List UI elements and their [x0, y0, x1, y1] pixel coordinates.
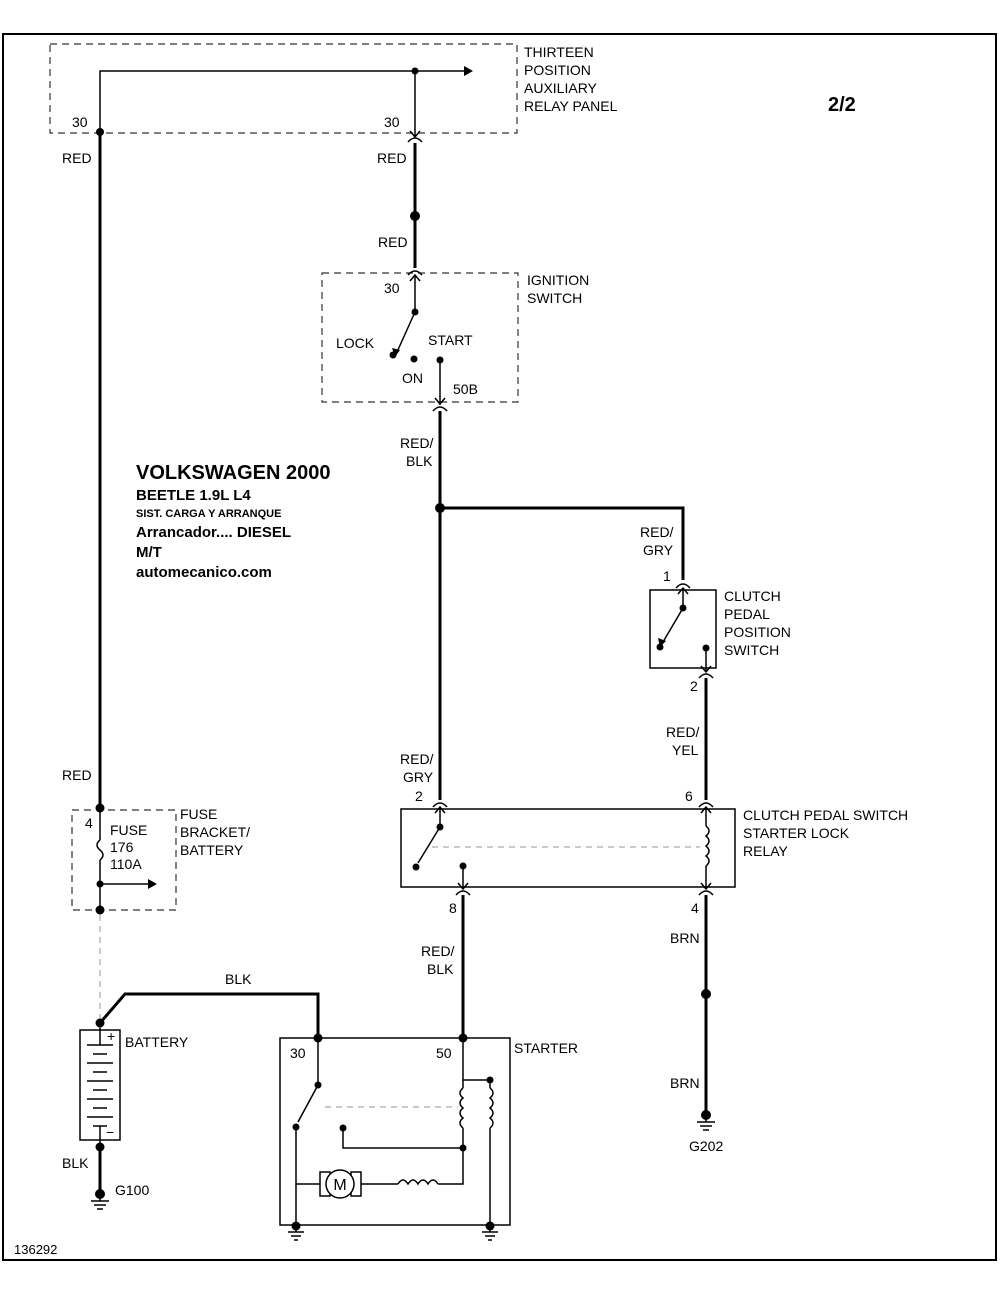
battery: + − BATTERY	[79, 1018, 189, 1152]
title-block: VOLKSWAGEN 2000 BEETLE 1.9L L4 SIST. CAR…	[136, 462, 331, 581]
bus-arrow-icon	[464, 66, 473, 76]
fuse-bracket-label-3: BATTERY	[180, 842, 244, 858]
fuse-label-1: FUSE	[110, 822, 147, 838]
ignition-label-2: SWITCH	[527, 290, 582, 306]
wire-label-blk-battery-starter: BLK	[225, 971, 252, 987]
starter-pin-30: 30	[290, 1045, 306, 1061]
switch-position-on: ON	[402, 370, 423, 386]
relay-panel: THIRTEEN POSITION AUXILIARY RELAY PANEL …	[49, 43, 618, 143]
wire-label-brn-top: BRN	[670, 930, 700, 946]
title-line-3: SIST. CARGA Y ARRANQUE	[136, 508, 281, 520]
battery-cells-icon	[87, 1044, 113, 1127]
ground-label-g202: G202	[689, 1138, 723, 1154]
wire-label-blk-ground: BLK	[62, 1155, 89, 1171]
motor-icon: M	[319, 1169, 362, 1199]
title-line-4: Arrancador.... DIESEL	[136, 524, 291, 541]
fuse-label-3: 110A	[110, 856, 142, 872]
relay-panel-pin-left: 30	[72, 114, 88, 130]
wire-label-red-blk-starter-2: BLK	[427, 961, 454, 977]
switch-position-lock: LOCK	[336, 335, 375, 351]
starter-ground-left-icon	[288, 1226, 304, 1241]
motor-label: M	[333, 1177, 346, 1194]
wire-label-red-blk-ign-1: RED/	[400, 435, 434, 451]
relay-pin-2: 2	[415, 788, 423, 804]
starter: STARTER 30 50 M	[279, 1033, 578, 1231]
ignition-pin-50b: 50B	[453, 381, 478, 397]
fuse-icon	[96, 839, 104, 861]
relay-pin-8: 8	[449, 900, 457, 916]
wire-blk-battery-starter	[98, 992, 320, 1038]
clutch-switch-label-4: SWITCH	[724, 642, 779, 658]
relay-pin-6: 6	[685, 788, 693, 804]
ignition-pin-30: 30	[384, 280, 400, 296]
fuse-bracket-label-2: BRACKET/	[180, 824, 250, 840]
wire-label-red-gry-clutch-1: RED/	[640, 524, 674, 540]
ground-g202-icon	[697, 1110, 715, 1131]
field-winding-icon	[397, 1179, 439, 1186]
title-line-6: automecanico.com	[136, 564, 272, 581]
fuse-bracket: FUSE BRACKET/ BATTERY 4 FUSE 176 110A	[71, 803, 250, 915]
fuse-pin-4: 4	[85, 815, 93, 831]
feed-arrow-icon	[148, 879, 157, 889]
page-indicator: 2/2	[828, 94, 856, 116]
ground-label-g100: G100	[115, 1182, 149, 1198]
battery-plus-sign: +	[107, 1028, 115, 1044]
battery-label: BATTERY	[125, 1034, 189, 1050]
clutch-switch-label-3: POSITION	[724, 624, 791, 640]
wire-label-red-mid-top: RED	[377, 150, 407, 166]
relay-panel-label-3: AUXILIARY	[524, 80, 598, 96]
wire-label-red-gry-relay-2: GRY	[403, 769, 434, 785]
ignition-switch: IGNITION SWITCH 30 LOCK START ON 50B	[321, 270, 589, 412]
relay-panel-label-1: THIRTEEN	[524, 44, 594, 60]
relay-panel-label-4: RELAY PANEL	[524, 98, 618, 114]
wire-label-red-gry-relay-1: RED/	[400, 751, 434, 767]
starter-ground-right-icon	[482, 1226, 498, 1241]
wire-label-red-blk-ign-2: BLK	[406, 453, 433, 469]
wire-red-gry-clutch	[440, 506, 685, 580]
wire-label-red-yel-2: YEL	[672, 742, 699, 758]
splice-brn	[701, 989, 711, 999]
wire-label-red-mid-2: RED	[378, 234, 408, 250]
wire-label-red-gry-clutch-2: GRY	[643, 542, 674, 558]
starter-pin-50: 50	[436, 1045, 452, 1061]
wire-label-brn-bottom: BRN	[670, 1075, 700, 1091]
title-line-1: VOLKSWAGEN 2000	[136, 462, 331, 484]
clutch-switch-pin-2: 2	[690, 678, 698, 694]
relay-label-2: STARTER LOCK	[743, 825, 850, 841]
wire-label-red-left-top: RED	[62, 150, 92, 166]
clutch-switch-label-1: CLUTCH	[724, 588, 781, 604]
relay-panel-pin-right: 30	[384, 114, 400, 130]
wire-label-red-left-bottom: RED	[62, 767, 92, 783]
starter-lock-relay: CLUTCH PEDAL SWITCH STARTER LOCK RELAY 2…	[400, 788, 908, 916]
title-line-2: BEETLE 1.9L L4	[136, 487, 251, 504]
clutch-switch-pin-1: 1	[663, 568, 671, 584]
ground-g100-icon	[91, 1189, 109, 1210]
title-line-5: M/T	[136, 544, 162, 561]
fuse-bracket-label-1: FUSE	[180, 806, 217, 822]
switch-position-start: START	[428, 332, 473, 348]
clutch-switch-label-2: PEDAL	[724, 606, 770, 622]
relay-label-1: CLUTCH PEDAL SWITCH	[743, 807, 908, 823]
relay-pin-4: 4	[691, 900, 699, 916]
fuse-label-2: 176	[110, 839, 134, 855]
relay-label-3: RELAY	[743, 843, 789, 859]
ignition-label-1: IGNITION	[527, 272, 589, 288]
starter-label: STARTER	[514, 1040, 578, 1056]
battery-minus-sign: −	[106, 1124, 114, 1140]
clutch-pedal-position-switch: 1 2 CLUTCH PEDAL POSITION SWITCH	[649, 568, 791, 694]
diagram-number: 136292	[14, 1242, 57, 1257]
splice-red	[410, 211, 420, 221]
wire-label-red-blk-starter-1: RED/	[421, 943, 455, 959]
diagram-border	[2, 33, 997, 1261]
wire-label-red-yel-1: RED/	[666, 724, 700, 740]
relay-panel-label-2: POSITION	[524, 62, 591, 78]
